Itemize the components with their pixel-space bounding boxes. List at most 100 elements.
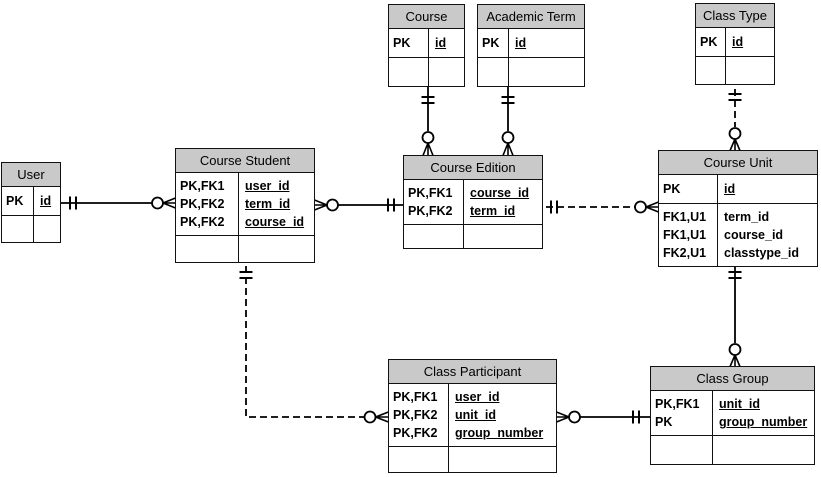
- key-column: [696, 57, 726, 84]
- attribute-column: [429, 58, 464, 86]
- key-label: PK,FK2: [393, 408, 438, 422]
- attribute-name: group_number: [719, 415, 808, 429]
- entity-course[interactable]: Course PK id: [388, 4, 465, 87]
- attribute-section: PK id: [389, 29, 464, 57]
- entity-title: Course Student: [176, 149, 314, 173]
- entity-course-student[interactable]: Course Student PK,FK1 PK,FK2 PK,FK2 user…: [175, 148, 315, 263]
- one-and-only-one-ticks: [69, 196, 77, 210]
- key-column: PK: [389, 29, 429, 57]
- rel-class-group-class-participant: [553, 410, 658, 424]
- rel-user-course-student: [54, 196, 179, 210]
- key-label: PK,FK1: [408, 186, 453, 200]
- entity-academic-term[interactable]: Academic Term PK id: [477, 4, 585, 87]
- attribute-section: PK,FK1 PK,FK2 PK,FK2 user_id unit_id gro…: [389, 384, 556, 446]
- entity-user[interactable]: User PK id: [1, 162, 61, 243]
- key-label: PK,FK2: [180, 197, 225, 211]
- attribute-column: course_id term_id: [464, 180, 542, 224]
- zero-circle: [728, 343, 742, 356]
- one-and-only-one-ticks: [728, 93, 742, 101]
- entity-class-participant[interactable]: Class Participant PK,FK1 PK,FK2 PK,FK2 u…: [388, 359, 557, 473]
- key-column: [389, 447, 449, 472]
- rel-course-course-edition: [421, 80, 435, 159]
- attribute-name: group_number: [455, 426, 544, 440]
- key-column: PK: [2, 187, 34, 215]
- key-column: PK: [478, 29, 509, 57]
- attribute-section: PK,FK1 PK unit_id group_number: [651, 391, 814, 435]
- attribute-column: id: [726, 28, 774, 56]
- key-column: [651, 436, 713, 464]
- attribute-column: [34, 216, 60, 242]
- key-label: PK,FK2: [393, 426, 438, 440]
- attribute-name: user_id: [455, 390, 500, 404]
- one-and-only-one-ticks: [239, 271, 253, 279]
- attribute-section: PK,FK1 PK,FK2 PK,FK2 user_id term_id cou…: [176, 173, 314, 235]
- attribute-name: course_id: [724, 228, 784, 242]
- entity-class-type[interactable]: Class Type PK id: [695, 3, 775, 85]
- key-label: PK,FK2: [408, 204, 453, 218]
- attribute-name: id: [724, 182, 736, 196]
- entity-title: Academic Term: [478, 5, 584, 29]
- key-column: [389, 58, 429, 86]
- key-label: PK: [6, 194, 24, 208]
- attribute-column: id: [718, 175, 817, 203]
- zero-circle: [326, 198, 339, 212]
- attribute-name: id: [435, 36, 447, 50]
- zero-circle: [151, 196, 164, 210]
- empty-row: [389, 57, 464, 86]
- attribute-name: term_id: [470, 204, 516, 218]
- zero-circle: [568, 410, 581, 424]
- empty-row: [696, 56, 774, 84]
- attribute-section: PK id: [478, 29, 584, 57]
- entity-class-group[interactable]: Class Group PK,FK1 PK unit_id group_numb…: [650, 366, 815, 465]
- primary-key-section: PK id: [659, 175, 817, 203]
- rel-course-edition-course-student: [311, 198, 410, 212]
- entity-course-edition[interactable]: Course Edition PK,FK1 PK,FK2 course_id t…: [403, 155, 543, 249]
- rel-course-student-class-participant: [239, 255, 392, 424]
- attribute-name: term_id: [245, 197, 291, 211]
- key-label: PK,FK2: [180, 215, 225, 229]
- key-column: PK: [659, 175, 718, 203]
- zero-circle: [421, 131, 435, 144]
- key-column: [478, 58, 509, 86]
- key-column: PK,FK1 PK: [651, 391, 713, 435]
- entity-course-unit[interactable]: Course Unit PK id FK1,U1 FK1,U1 FK2,U1 t…: [658, 150, 818, 267]
- empty-row: [478, 57, 584, 86]
- key-label: FK2,U1: [663, 246, 707, 260]
- attribute-column: term_id course_id classtype_id: [718, 204, 817, 266]
- key-label: PK: [700, 35, 718, 49]
- attribute-name: classtype_id: [724, 246, 800, 260]
- attribute-section: PK,FK1 PK,FK2 course_id term_id: [404, 180, 542, 224]
- attribute-column: [449, 447, 556, 472]
- attribute-name: user_id: [245, 179, 290, 193]
- attribute-name: course_id: [245, 215, 305, 229]
- empty-row: [2, 215, 60, 242]
- entity-title: Course Unit: [659, 151, 817, 175]
- attribute-column: id: [34, 187, 60, 215]
- key-column: PK,FK1 PK,FK2 PK,FK2: [176, 173, 239, 235]
- key-label: PK: [482, 36, 500, 50]
- rel-course-edition-course-unit: [535, 200, 662, 214]
- key-column: [2, 216, 34, 242]
- attribute-name: id: [515, 36, 527, 50]
- key-label: PK: [393, 36, 411, 50]
- one-and-only-one-ticks: [387, 198, 395, 212]
- attribute-column: [726, 57, 774, 84]
- entity-title: Class Participant: [389, 360, 556, 384]
- zero-circle: [728, 127, 742, 140]
- entity-title: Course Edition: [404, 156, 542, 180]
- line: [245, 255, 364, 418]
- attribute-column: user_id unit_id group_number: [449, 384, 556, 446]
- key-label: PK: [663, 182, 681, 196]
- attribute-section: PK id: [696, 28, 774, 56]
- zero-circle: [501, 131, 515, 144]
- zero-circle: [634, 200, 647, 214]
- zero-circle: [363, 410, 377, 424]
- entity-title: Class Type: [696, 4, 774, 28]
- attribute-name: unit_id: [719, 397, 760, 411]
- attribute-name: id: [732, 35, 744, 49]
- attribute-column: user_id term_id course_id: [239, 173, 314, 235]
- attribute-column: [713, 436, 814, 464]
- key-label: PK: [655, 415, 673, 429]
- key-column: PK: [696, 28, 726, 56]
